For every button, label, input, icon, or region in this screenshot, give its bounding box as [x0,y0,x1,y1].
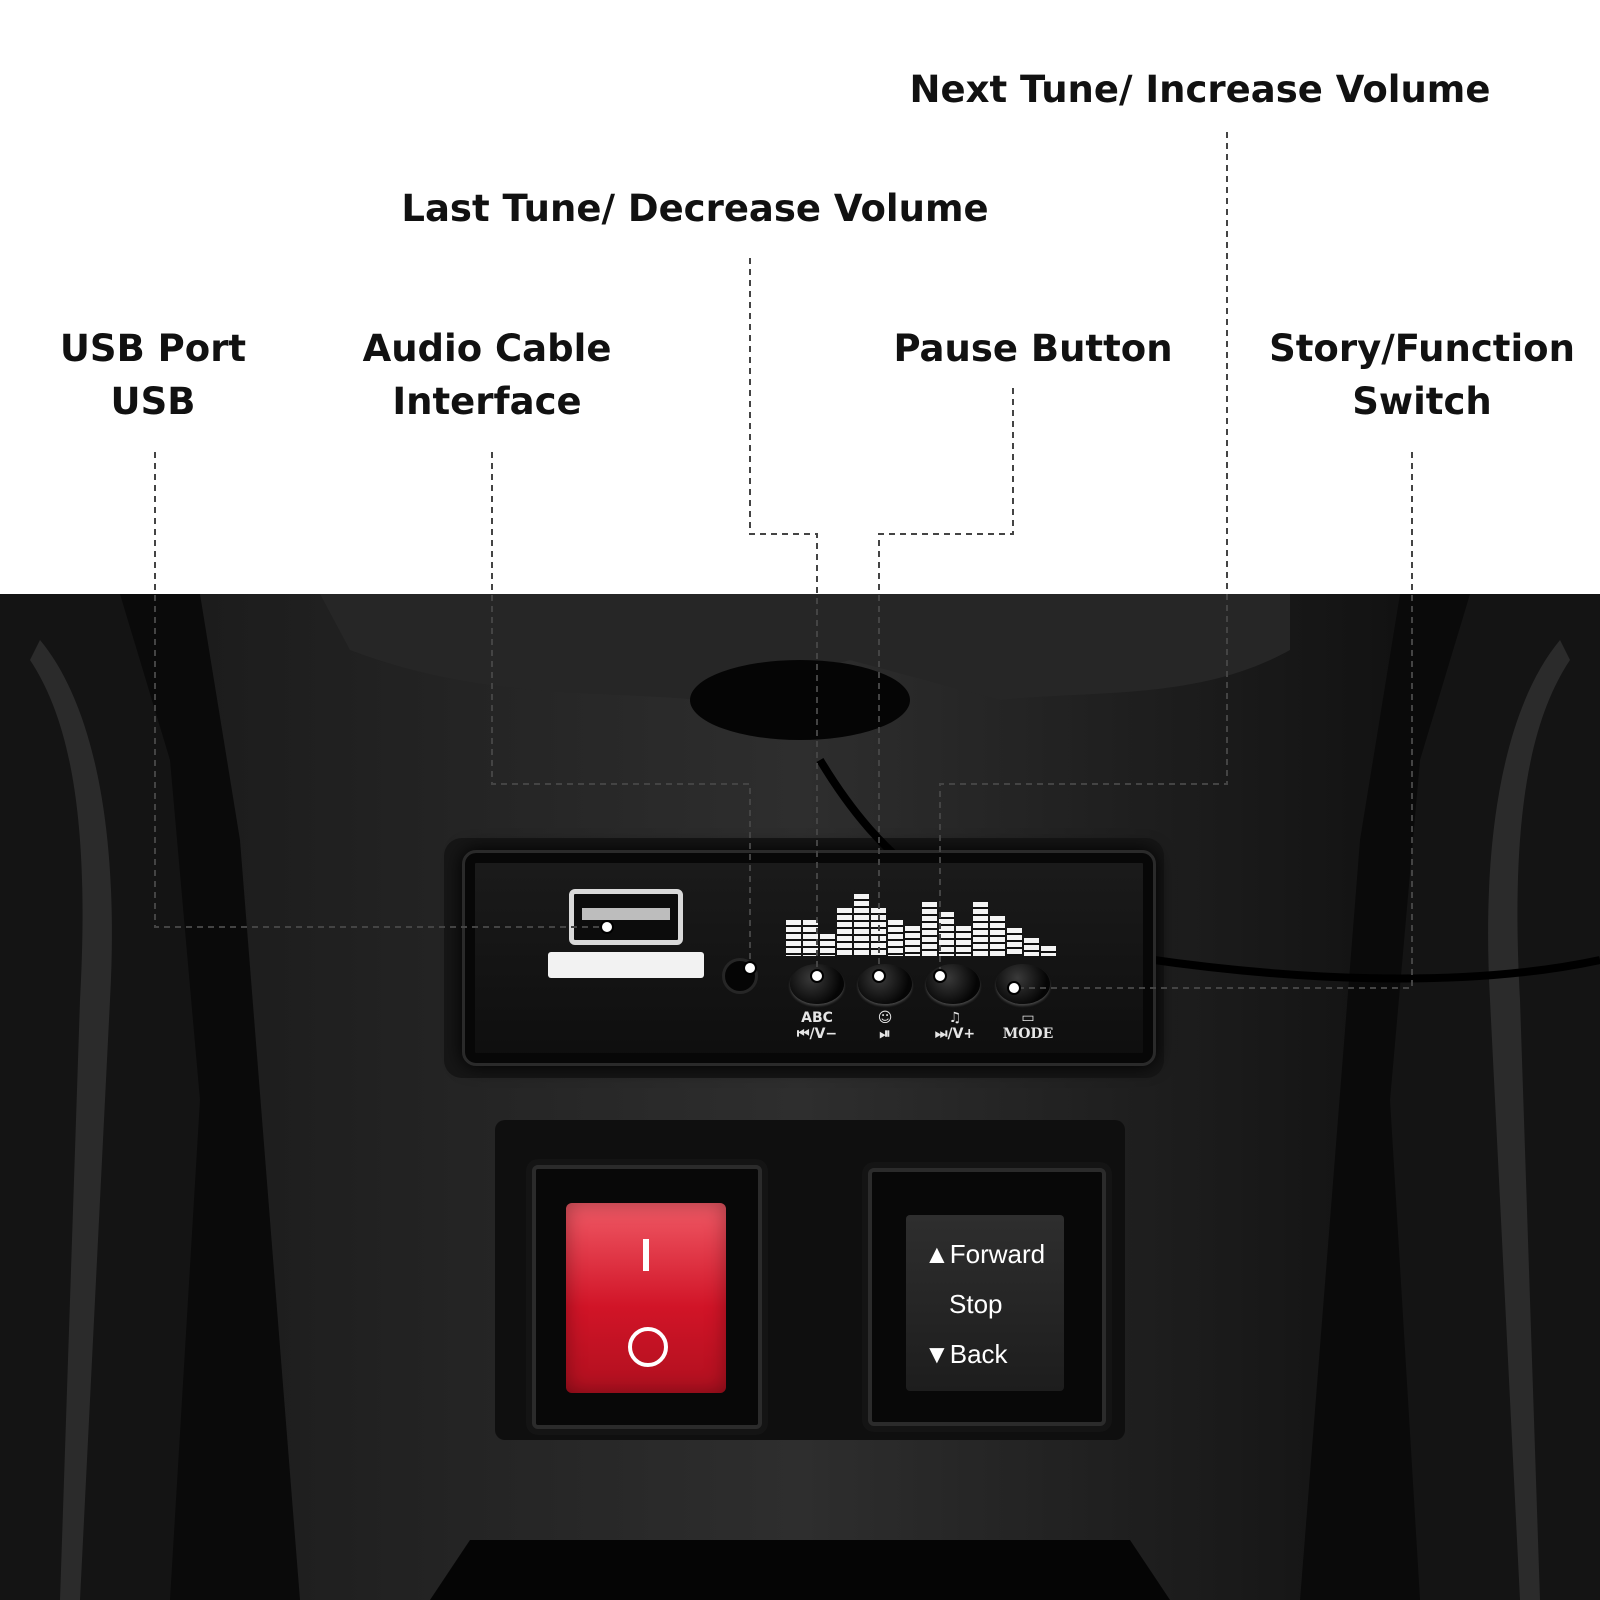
back-label: Back [949,1339,1008,1369]
pause-button[interactable] [858,964,912,1004]
next-tune-label: ♫ ⏭/V+ [922,1010,988,1042]
callout-story-line2: Switch [1352,380,1492,423]
car-body-illustration [0,594,1600,1600]
forward-indicator: ▲Forward [924,1239,1045,1270]
arrow-down-icon: ▼ [924,1339,950,1369]
callout-usb-line1: USB Port [59,327,247,370]
dashboard-photo [0,594,1600,1600]
callout-usb-line2: USB [110,380,196,423]
off-mark [628,1327,668,1367]
eq-bar [905,926,920,956]
pause-label: ☺ ⏯ [858,1010,912,1042]
mode-label: ▭ MODE [996,1010,1060,1042]
eq-bar [973,902,988,956]
eq-bar [922,902,937,956]
forward-label: Forward [949,1239,1046,1269]
callout-audio-line2: Interface [392,380,582,423]
pause-label-bottom: ⏯ [879,1026,891,1042]
cat-icon: ☺ [877,1010,893,1026]
last-tune-label-bottom: ⏮/V− [796,1026,838,1042]
on-mark [643,1239,649,1271]
mode-button[interactable] [996,964,1050,1004]
equalizer-display [786,880,1056,956]
last-tune-button[interactable] [790,964,844,1004]
eq-bar [854,894,869,956]
sd-card-slot[interactable] [548,952,704,978]
eq-bar [939,912,954,956]
usb-port[interactable] [569,889,683,945]
book-icon: ▭ [1021,1010,1035,1026]
stop-indicator: Stop [949,1289,1003,1320]
eq-bar [1041,946,1056,956]
eq-bar [871,908,886,956]
callout-story-function: Story/Function Switch [1262,322,1582,428]
callout-pause: Pause Button [893,327,1173,370]
eq-bar [837,908,852,956]
eq-bar [786,920,801,956]
callout-audio-cable: Audio Cable Interface [352,322,622,428]
arrow-up-icon: ▲ [924,1239,950,1269]
back-indicator: ▼Back [924,1339,1008,1370]
eq-bar [820,934,835,956]
music-note-icon: ♫ [948,1010,962,1026]
eq-bar [1007,928,1022,956]
power-rocker-switch[interactable] [566,1203,726,1393]
callout-story-line1: Story/Function [1269,327,1575,370]
eq-bar [803,920,818,956]
next-tune-button[interactable] [926,964,980,1004]
direction-rocker-switch[interactable]: ▲Forward Stop ▼Back [906,1215,1064,1391]
last-tune-label-top: ABC [801,1010,833,1026]
mode-label-bottom: MODE [1002,1026,1054,1042]
eq-bar [956,926,971,956]
callout-audio-line1: Audio Cable [362,327,612,370]
next-tune-label-bottom: ⏭/V+ [934,1026,976,1042]
last-tune-label: ABC ⏮/V− [784,1010,850,1042]
stop-label: Stop [949,1289,1003,1319]
audio-cable-jack[interactable] [722,958,758,994]
eq-bar [990,916,1005,956]
eq-bar [888,920,903,956]
callout-next-tune: Next Tune/ Increase Volume [909,68,1491,111]
callout-last-tune: Last Tune/ Decrease Volume [401,187,989,230]
callout-usb-port: USB Port USB [48,322,258,428]
usb-port-tongue [582,908,670,920]
eq-bar [1024,938,1039,956]
